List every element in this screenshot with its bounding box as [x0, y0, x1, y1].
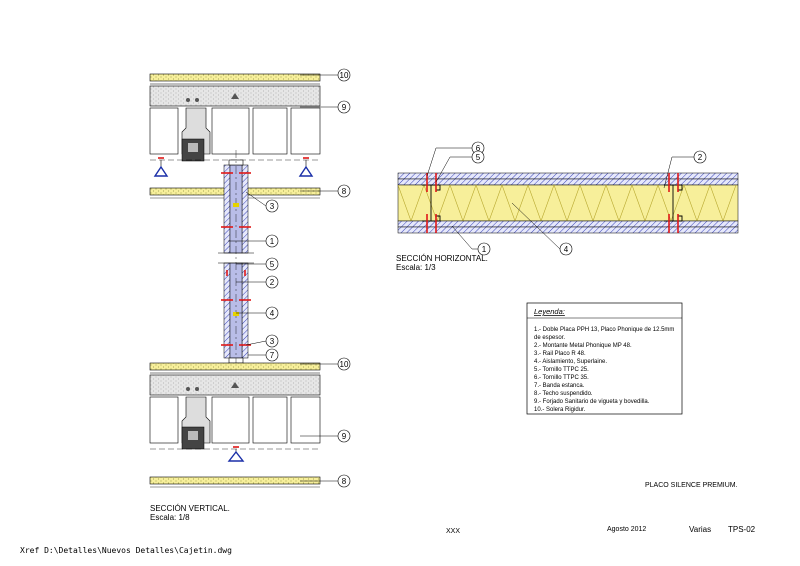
callout-3-top	[265, 199, 279, 213]
product-name: PLACO SILENCE PREMIUM.	[645, 482, 738, 489]
h-board-outer-bottom	[397, 226, 739, 234]
callout-2-horizontal	[693, 150, 707, 164]
h-insulation	[397, 184, 739, 222]
solera-rigidur-top	[149, 73, 321, 82]
callout-label: 9	[342, 103, 347, 112]
callout-label: 3	[270, 202, 275, 211]
callout-10-bottom	[337, 357, 351, 371]
vertical-section-title: SECCIÓN VERTICAL.	[150, 504, 230, 513]
author-field: XXX	[446, 528, 460, 535]
callout-label: 2	[270, 278, 275, 287]
callout-9-bottom	[337, 429, 351, 443]
h-board-inner-bottom	[397, 220, 739, 228]
bovedilla-top	[149, 107, 179, 155]
h-board-outer-top	[397, 172, 739, 180]
vertical-callout-labels: 10 9 8 3 1 5 2 4 3 7 10 9 8	[270, 71, 349, 486]
callout-5-horizontal	[471, 150, 485, 164]
callout-4-vertical	[265, 306, 279, 320]
horizontal-section-scale: Escala: 1/3	[396, 263, 436, 272]
callout-label: 9	[342, 432, 347, 441]
vertical-section-scale: Escala: 1/8	[150, 513, 190, 522]
legend-item: 9.- Forjado Sanitario de vigueta y boved…	[534, 399, 650, 405]
callout-label: 2	[698, 153, 703, 162]
sheet-number: TPS-02	[728, 525, 756, 534]
callout-9-top	[337, 100, 351, 114]
category-field: Varias	[689, 525, 711, 534]
vertical-section-bottom-floor	[149, 362, 321, 488]
h-screws	[426, 173, 679, 233]
partition-board-right	[241, 164, 249, 254]
callout-2-vertical	[265, 275, 279, 289]
callout-label: 4	[564, 245, 569, 254]
partition-screws	[221, 172, 251, 346]
legend-item: 3.- Rail Placo R 48.	[534, 351, 586, 357]
horizontal-section-title: SECCIÓN HORIZONTAL.	[396, 254, 488, 263]
callout-8-bottom	[337, 474, 351, 488]
vertical-partition	[218, 150, 254, 370]
horizontal-leaders	[426, 147, 694, 250]
techo-suspendido-bottom	[149, 476, 321, 485]
callout-label: 4	[270, 309, 275, 318]
horizontal-callout-labels: 6 5 2 1 4	[476, 144, 703, 254]
callout-1-vertical	[265, 234, 279, 248]
callout-label: 5	[270, 260, 275, 269]
legend-item: 5.- Tornillo TTPC 25.	[534, 367, 589, 373]
callout-label: 10	[340, 360, 349, 369]
title-block: PLACO SILENCE PREMIUM. XXX Agosto 2012 V…	[446, 482, 756, 535]
legend-item: 8.- Techo suspendido.	[534, 391, 593, 397]
h-board-inner-top	[397, 178, 739, 186]
vertical-leaders	[228, 74, 338, 482]
callout-label: 1	[270, 237, 275, 246]
callout-7-vertical	[265, 348, 279, 362]
horizontal-section	[397, 172, 739, 234]
callout-label: 1	[482, 245, 487, 254]
callout-label: 8	[342, 477, 347, 486]
callout-label: 5	[476, 153, 481, 162]
legend-item: 7.- Banda estanca.	[534, 383, 585, 389]
callout-8-top	[337, 184, 351, 198]
callout-10-top	[337, 68, 351, 82]
callout-label: 8	[342, 187, 347, 196]
callout-label: 3	[270, 337, 275, 346]
date-field: Agosto 2012	[607, 526, 646, 533]
partition-board-left	[223, 164, 231, 254]
legend-item: de espesor.	[534, 335, 565, 341]
solera-rigidur-bottom	[149, 362, 321, 371]
legend-item: 10.- Solera Rigidur.	[534, 407, 586, 413]
horizontal-callouts	[471, 141, 707, 256]
callout-label: 6	[476, 144, 481, 153]
legend-title: Leyenda:	[534, 307, 565, 316]
legend-box: Leyenda: 1.- Doble Placa PPH 13, Placo P…	[526, 302, 683, 415]
callout-label: 7	[270, 351, 275, 360]
legend-item: 1.- Doble Placa PPH 13, Placo Phonique d…	[534, 327, 674, 333]
callout-3-bottom	[265, 334, 279, 348]
legend-item: 4.- Aislamiento, Superlaine.	[534, 359, 607, 365]
legend-item: 2.- Montante Metal Phonique MP 48.	[534, 343, 632, 349]
callout-1-horizontal	[477, 242, 491, 256]
callout-label: 10	[340, 71, 349, 80]
callout-4-horizontal	[559, 242, 573, 256]
callout-5-vertical	[265, 257, 279, 271]
vertical-callouts	[265, 68, 351, 488]
legend-item: 6.- Tornillo TTPC 35.	[534, 375, 589, 381]
xref-path: Xref D:\Detalles\Nuevos Detalles\Cajetin…	[20, 546, 232, 555]
